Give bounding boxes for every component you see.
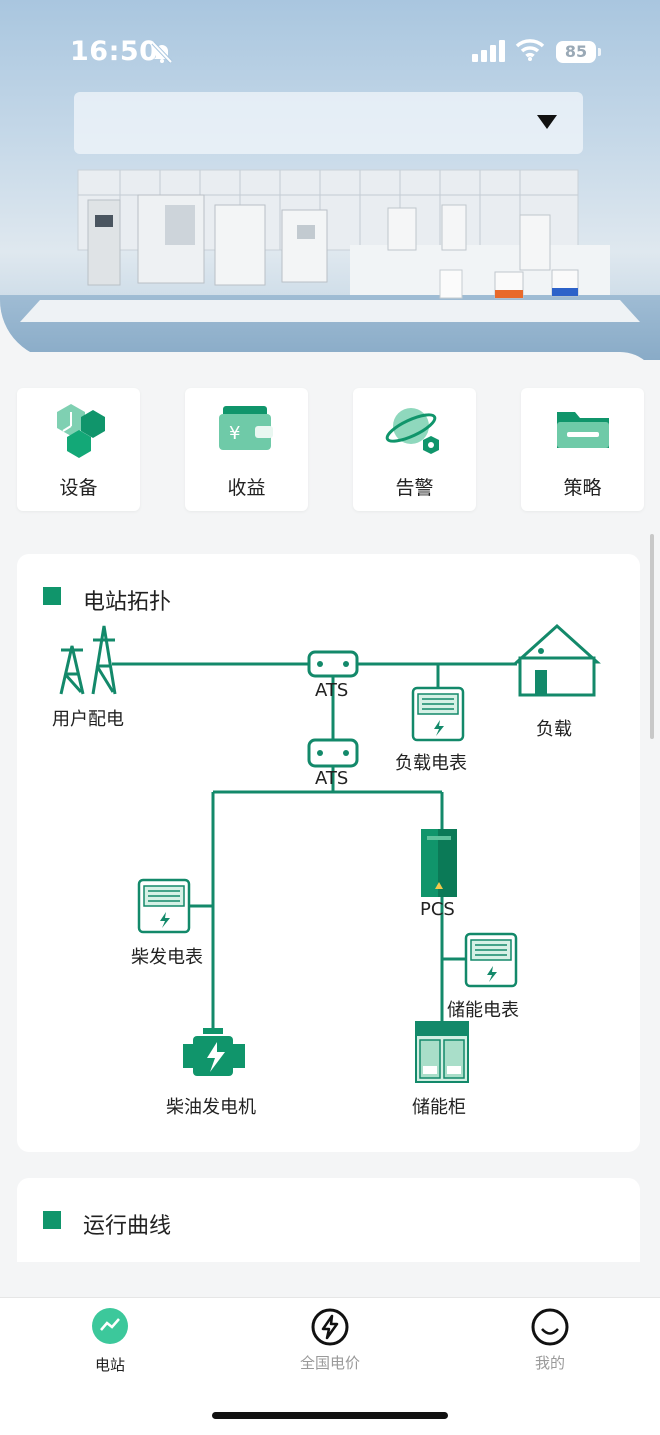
label-grid: 用户配电	[52, 709, 124, 730]
quick-action-label: 策略	[563, 477, 602, 499]
label-pcs: PCS	[420, 899, 455, 920]
battery-tip	[598, 48, 601, 56]
curve-fade	[0, 1262, 660, 1297]
diesel-generator-icon	[183, 1028, 245, 1076]
smile-icon	[531, 1308, 569, 1346]
cellular-signal-icon	[472, 40, 505, 62]
scrollbar[interactable]	[650, 534, 654, 739]
wifi-icon	[515, 39, 545, 61]
dropdown-caret-icon[interactable]	[537, 115, 557, 129]
power-grid-tower-icon	[59, 625, 117, 695]
ats-switch-icon	[307, 738, 359, 768]
pcs-cabinet-icon	[421, 829, 457, 897]
lightning-icon	[311, 1308, 349, 1346]
label-load: 负载	[536, 719, 572, 740]
revenue-wallet-icon: ¥	[219, 406, 273, 450]
label-diesel-meter: 柴发电表	[131, 947, 203, 968]
label-storage-meter: 储能电表	[447, 1000, 519, 1021]
quick-action-label: 设备	[59, 477, 98, 499]
quick-action-strategy[interactable]: 策略	[521, 388, 644, 511]
topology-diagram	[59, 623, 601, 1083]
label-ats-mid: ATS	[315, 768, 349, 789]
tab-label: 我的	[534, 1354, 565, 1372]
ats-switch-icon	[307, 650, 359, 678]
station-selector[interactable]	[74, 92, 583, 154]
quick-action-revenue[interactable]: ¥ 收益	[185, 388, 308, 511]
label-ats-top: ATS	[315, 680, 349, 701]
storage-cabinet-icon	[415, 1021, 469, 1083]
tab-label: 全国电价	[299, 1354, 360, 1372]
device-cubes-icon	[57, 404, 105, 458]
status-bar: 16:50 85	[0, 30, 660, 76]
energy-station-illustration	[20, 169, 640, 322]
battery-indicator: 85	[556, 41, 596, 63]
alarm-planet-icon	[385, 408, 439, 454]
quick-action-label: 告警	[395, 477, 434, 499]
label-load-meter: 负载电表	[395, 753, 467, 774]
quick-action-label: 收益	[227, 477, 266, 499]
load-house-icon	[513, 623, 601, 697]
quick-action-alarm[interactable]: 告警	[353, 388, 476, 511]
bell-muted-icon	[151, 41, 173, 64]
status-time: 16:50	[70, 36, 159, 67]
strategy-folder-icon	[557, 412, 609, 448]
tab-profile[interactable]: 我的	[490, 1308, 610, 1373]
curve-title-mark	[43, 1211, 66, 1234]
station-chart-icon	[92, 1308, 128, 1344]
curve-card: 运行曲线	[17, 1178, 640, 1268]
tab-label: 电站	[94, 1356, 125, 1374]
storage-meter-icon	[464, 932, 518, 988]
diesel-meter-icon	[137, 878, 191, 934]
topology-title: 电站拓扑	[83, 590, 172, 615]
quick-action-device[interactable]: 设备	[17, 388, 140, 511]
load-meter-icon	[411, 686, 465, 742]
curve-title: 运行曲线	[83, 1214, 172, 1239]
label-storage-cabinet: 储能柜	[412, 1097, 466, 1118]
tab-station[interactable]: 电站	[50, 1308, 170, 1375]
label-diesel-generator: 柴油发电机	[166, 1097, 256, 1118]
tab-national-price[interactable]: 全国电价	[270, 1308, 390, 1373]
hero-banner	[0, 0, 660, 360]
svg-text:¥: ¥	[229, 423, 240, 444]
home-indicator[interactable]	[212, 1412, 448, 1419]
